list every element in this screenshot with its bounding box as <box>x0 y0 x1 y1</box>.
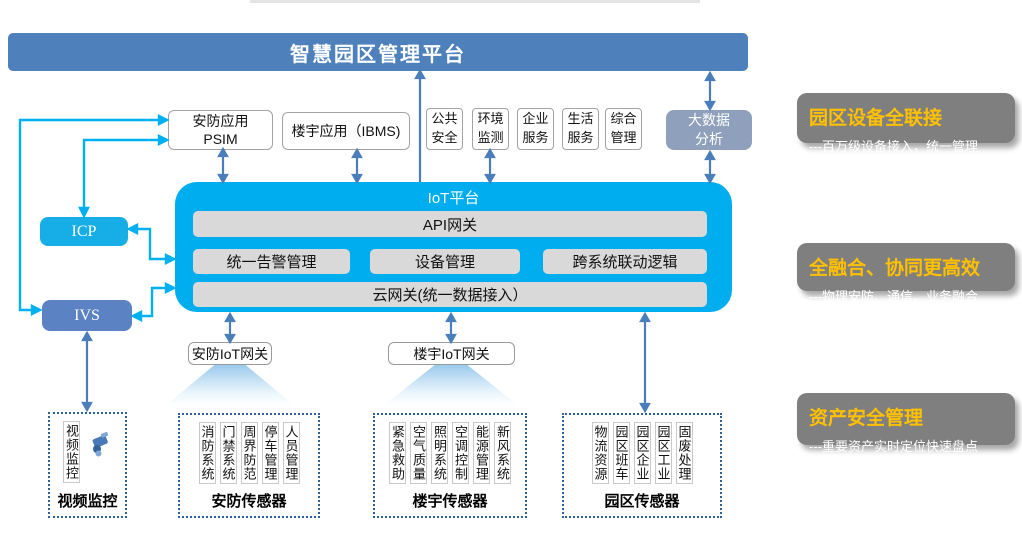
vcol-logistics: 物流资源 <box>591 422 609 484</box>
vcol-perimeter: 周界防范 <box>240 422 258 484</box>
box-ibms-app: 楼宇应用（IBMS) <box>282 112 410 150</box>
building-columns: 紧急救助 空气质量 照明系统 空调控制 能源管理 新风系统 <box>389 422 511 484</box>
vcol-fresh-air: 新风系统 <box>494 422 511 484</box>
group-building-sensors: 紧急救助 空气质量 照明系统 空调控制 能源管理 新风系统 楼宇传感器 <box>373 413 527 518</box>
box-env-monitoring: 环境 监测 <box>472 108 509 150</box>
vcol-shuttle: 园区班车 <box>612 422 630 484</box>
bar-alarm-mgmt: 统一告警管理 <box>193 249 350 274</box>
video-columns: 视频监控 <box>63 421 112 483</box>
vcol-emergency: 紧急救助 <box>389 422 406 484</box>
psim-line2: PSIM <box>203 131 238 147</box>
label-security-sensors: 安防传感器 <box>211 493 287 510</box>
group-campus-sensors: 物流资源 园区班车 园区企业 园区工业 固废处理 园区传感器 <box>562 413 722 518</box>
bar-cloud-gateway: 云网关(统一数据接入） <box>193 282 707 307</box>
group-video-surveillance: 视频监控 视频监控 <box>48 412 127 518</box>
campus-columns: 物流资源 园区班车 园区企业 园区工业 固废处理 <box>591 422 693 484</box>
vcol-parking: 停车管理 <box>261 422 279 484</box>
group-security-sensors: 消防系统 门禁系统 周界防范 停车管理 人员管理 安防传感器 <box>178 413 320 518</box>
fan-beam-security <box>165 365 295 406</box>
top-edge-strip <box>250 0 700 3</box>
benefit-desc-1: ---百万级设备接入，统一管理 <box>809 139 978 154</box>
ptz-camera-icon <box>92 431 109 457</box>
vcol-lighting: 照明系统 <box>431 422 448 484</box>
benefit-title-3: 资产安全管理 <box>809 408 924 429</box>
box-ivs: IVS <box>42 300 132 331</box>
vcol-personnel: 人员管理 <box>282 422 300 484</box>
vcol-access-control: 门禁系统 <box>219 422 237 484</box>
bar-cross-system-logic: 跨系统联动逻辑 <box>543 249 707 274</box>
fan-beam-building <box>383 365 519 406</box>
box-life-service: 生活 服务 <box>562 108 599 150</box>
vcol-fire-system: 消防系统 <box>198 422 216 484</box>
benefit-full-convergence: 全融合、协同更高效 ---物理安防、通信、业务融合 <box>797 243 1015 304</box>
box-icp: ICP <box>40 217 128 246</box>
benefit-desc-3: ---重要资产实时定位快速盘点 <box>809 439 978 454</box>
benefit-desc-2: ---物理安防、通信、业务融合 <box>809 289 978 304</box>
box-security-iot-gateway: 安防IoT网关 <box>188 342 272 365</box>
box-general-mgmt: 综合 管理 <box>605 108 642 150</box>
vcol-video-monitoring: 视频监控 <box>63 421 80 483</box>
benefit-title-2: 全融合、协同更高效 <box>809 258 981 279</box>
benefit-device-connectivity: 园区设备全联接 ---百万级设备接入，统一管理 <box>797 93 1015 154</box>
vcol-air-quality: 空气质量 <box>410 422 427 484</box>
iot-platform-container: IoT平台 API网关 统一告警管理 设备管理 跨系统联动逻辑 云网关(统一数据… <box>175 182 732 312</box>
vcol-waste: 固废处理 <box>675 422 693 484</box>
box-enterprise-service: 企业 服务 <box>517 108 554 150</box>
vcol-enterprise: 园区企业 <box>633 422 651 484</box>
box-psim-app: 安防应用 PSIM <box>168 110 273 150</box>
benefit-asset-security: 资产安全管理 ---重要资产实时定位快速盘点 <box>797 393 1015 454</box>
bar-api-gateway: API网关 <box>193 211 707 237</box>
iot-platform-title: IoT平台 <box>427 190 480 207</box>
psim-line1: 安防应用 <box>192 112 249 129</box>
box-bigdata-analysis: 大数据 分析 <box>666 110 752 150</box>
benefit-title-1: 园区设备全联接 <box>809 108 943 129</box>
box-public-safety: 公共 安全 <box>426 108 463 150</box>
bar-device-mgmt: 设备管理 <box>370 249 520 274</box>
banner-smart-campus-platform: 智慧园区管理平台 <box>8 33 748 71</box>
security-columns: 消防系统 门禁系统 周界防范 停车管理 人员管理 <box>198 422 300 484</box>
label-video-surveillance: 视频监控 <box>57 493 118 510</box>
label-building-sensors: 楼宇传感器 <box>412 493 488 510</box>
label-campus-sensors: 园区传感器 <box>604 493 680 510</box>
vcol-hvac: 空调控制 <box>452 422 469 484</box>
vcol-energy: 能源管理 <box>473 422 490 484</box>
box-building-iot-gateway: 楼宇IoT网关 <box>388 342 515 365</box>
vcol-industry: 园区工业 <box>654 422 672 484</box>
